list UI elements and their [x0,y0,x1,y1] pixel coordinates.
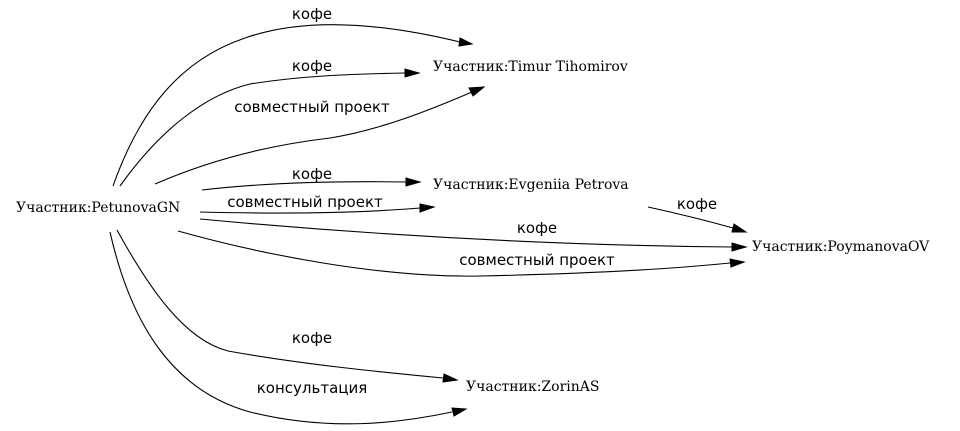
edge-petunova-timur-coffee-2: кофе [119,57,421,187]
edge-petunova-timur-coffee-1: кофе [112,5,474,187]
edge-label: консультация [257,379,368,397]
arrowhead [468,86,486,97]
edge-label: кофе [292,57,332,75]
edge-petunova-evgeniia-project: совместный проект [199,193,436,214]
edge-label: совместный проект [234,98,390,116]
edge-label: совместный проект [459,251,615,269]
edge-line [154,91,473,185]
edge-line [112,24,461,187]
arrowhead [451,407,468,417]
edge-label: кофе [677,195,717,213]
arrowhead [458,37,474,47]
edge-label: кофе [292,329,332,347]
edge-petunova-zorin-coffee: кофе [116,229,459,383]
node-zorin: Участник:ZorinAS [466,379,599,395]
edge-line [199,207,421,214]
edge-line [201,181,407,191]
edge-label: кофе [292,5,332,23]
node-petunova: Участник:PetunovaGN [16,200,180,216]
edge-petunova-evgeniia-coffee: кофе [201,165,422,191]
edge-line [109,231,453,425]
arrowhead [729,258,746,268]
edge-line [647,206,734,229]
edge-evgeniia-poymanova-coffee: кофе [647,195,748,233]
node-timur: Участник:Timur Tihomirov [433,59,628,75]
edge-label: кофе [292,165,332,183]
arrowhead [404,68,421,78]
arrowhead [731,242,748,252]
edge-line [116,229,444,379]
arrowhead [405,177,422,187]
arrowhead [442,373,459,383]
arrowhead [731,223,748,233]
node-evgeniia: Участник:Evgeniia Petrova [433,177,629,193]
node-poymanova: Участник:PoymanovaOV [752,239,930,255]
arrowhead [419,203,436,213]
edge-line [119,72,406,187]
edge-petunova-timur-project: совместный проект [154,86,486,185]
edge-line [199,218,733,248]
edge-label: совместный проект [227,193,383,211]
edge-petunova-poymanova-coffee: кофе [199,218,748,252]
edge-petunova-poymanova-project: совместный проект [177,230,746,277]
edge-petunova-zorin-consultation: консультация [109,231,468,425]
edge-label: кофе [517,219,557,237]
edge-line [177,230,731,277]
